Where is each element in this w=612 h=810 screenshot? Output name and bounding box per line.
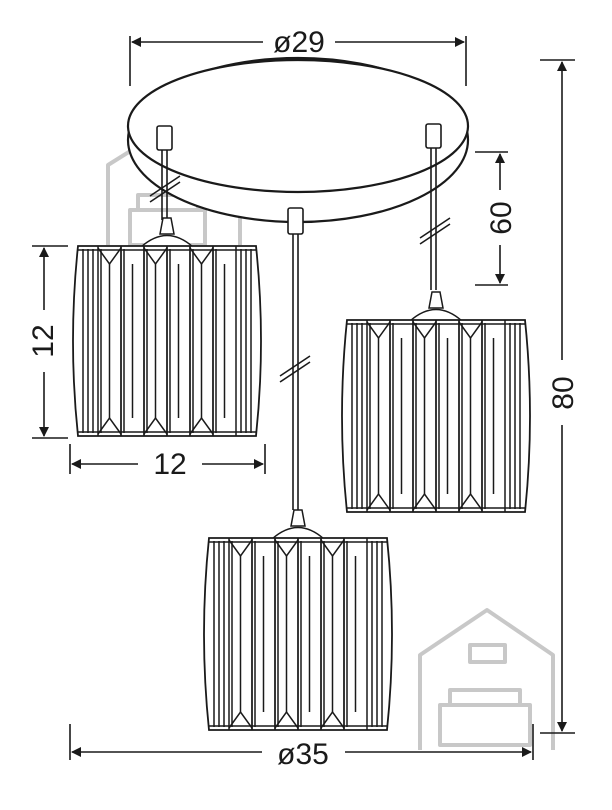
lamp-shade-right	[341, 291, 531, 513]
overall-diameter-label: ø35	[277, 738, 329, 771]
canopy-diameter-label: ø29	[273, 26, 325, 59]
shade-width-label: 12	[153, 448, 187, 481]
adjustable-height-label: 60	[485, 201, 518, 235]
house-with-armchair-icon	[418, 608, 555, 750]
lamp-shade-bottom	[203, 509, 393, 731]
ceiling-canopy	[126, 56, 470, 224]
lamp-shade-left	[72, 217, 262, 437]
suspension-cables	[149, 123, 451, 510]
overall-height-label: 80	[547, 376, 580, 410]
shade-height-label: 12	[27, 324, 60, 358]
dimension-lines	[32, 36, 575, 760]
